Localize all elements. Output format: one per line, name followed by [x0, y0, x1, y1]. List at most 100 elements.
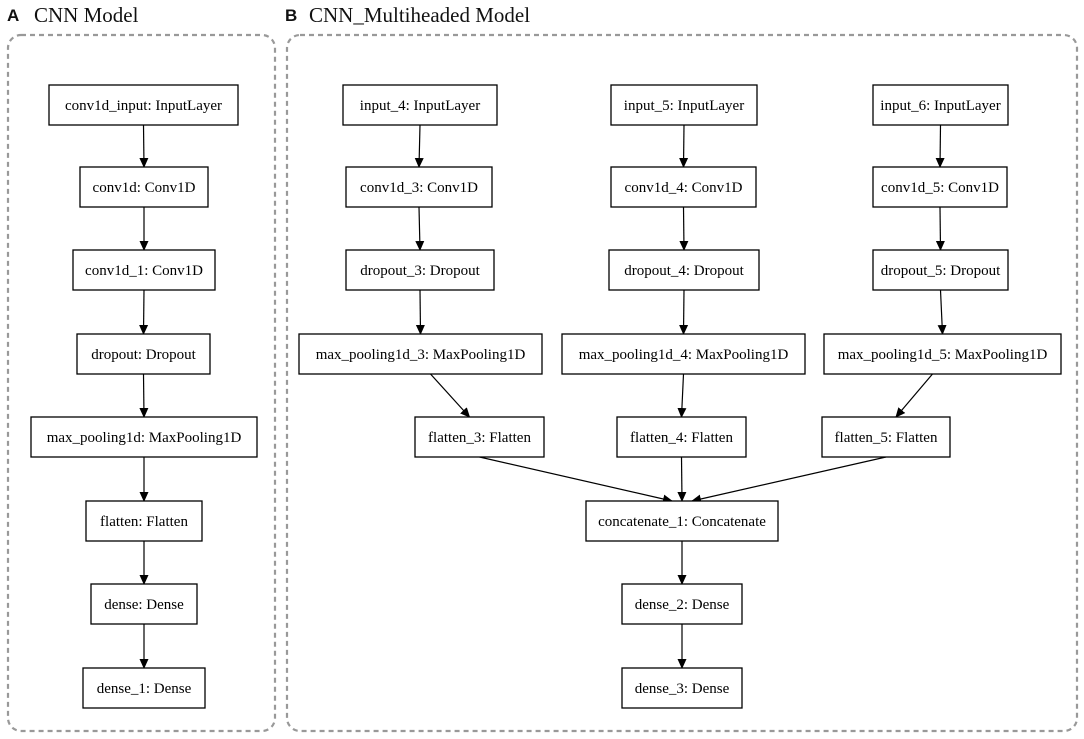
layer-node-b-conv4: conv1d_4: Conv1D	[610, 166, 757, 208]
edge-arrow	[679, 124, 689, 168]
edge-arrow	[679, 206, 689, 251]
layer-label: dense_1: Dense	[97, 681, 192, 697]
layer-node-a-dense1: dense_1: Dense	[82, 667, 206, 709]
layer-box	[610, 166, 757, 208]
layer-box	[85, 500, 203, 542]
layer-node-b-drop4: dropout_4: Dropout	[608, 249, 760, 291]
edge-arrow	[430, 373, 471, 418]
layer-label: conv1d_input: InputLayer	[65, 98, 222, 114]
edge-arrow	[937, 289, 947, 335]
layer-label: dense_2: Dense	[635, 597, 730, 613]
layer-box	[90, 583, 198, 625]
edge-arrow	[139, 373, 149, 418]
layer-node-b-pool3: max_pooling1d_3: MaxPooling1D	[298, 333, 543, 375]
layer-box	[872, 249, 1009, 291]
layer-node-b-dense2: dense_2: Dense	[621, 583, 743, 625]
layer-box	[79, 166, 209, 208]
edge-arrow	[935, 124, 945, 168]
layer-node-b-input4: input_4: InputLayer	[342, 84, 498, 126]
layer-label: flatten_3: Flatten	[428, 430, 531, 446]
layer-box	[616, 416, 747, 458]
layer-label: dropout: Dropout	[91, 347, 196, 363]
edge-arrow	[677, 456, 687, 502]
layer-box	[345, 166, 493, 208]
layer-node-b-flat4: flatten_4: Flatten	[616, 416, 747, 458]
panel-a-letter: A	[7, 6, 19, 25]
layer-node-a-conv1: conv1d: Conv1D	[79, 166, 209, 208]
edge-arrow	[415, 289, 425, 335]
layer-label: flatten_5: Flatten	[835, 430, 938, 446]
panel-a-title: CNN Model	[34, 3, 139, 27]
layer-label: dense: Dense	[104, 597, 184, 613]
layer-box	[298, 333, 543, 375]
edges-layer	[139, 124, 947, 669]
layer-label: conv1d_4: Conv1D	[625, 180, 743, 196]
layer-box	[561, 333, 806, 375]
layer-box	[82, 667, 206, 709]
layer-label: max_pooling1d_5: MaxPooling1D	[838, 347, 1048, 363]
layer-node-b-conv3: conv1d_3: Conv1D	[345, 166, 493, 208]
layer-box	[610, 84, 758, 126]
panel-b-frame	[285, 33, 1079, 733]
layer-node-b-drop3: dropout_3: Dropout	[345, 249, 495, 291]
layer-label: conv1d_1: Conv1D	[85, 263, 203, 279]
layer-node-a-pool: max_pooling1d: MaxPooling1D	[30, 416, 258, 458]
edge-arrow	[415, 206, 425, 251]
layer-node-b-flat5: flatten_5: Flatten	[821, 416, 951, 458]
layer-node-b-input5: input_5: InputLayer	[610, 84, 758, 126]
edge-arrow	[139, 289, 149, 335]
edge-arrow	[139, 124, 149, 168]
layer-node-a-flatten: flatten: Flatten	[85, 500, 203, 542]
layer-box	[414, 416, 545, 458]
layer-label: conv1d_3: Conv1D	[360, 180, 478, 196]
layer-label: input_5: InputLayer	[624, 98, 744, 114]
layer-node-a-input: conv1d_input: InputLayer	[48, 84, 239, 126]
layer-label: conv1d_5: Conv1D	[881, 180, 999, 196]
layer-label: max_pooling1d_3: MaxPooling1D	[316, 347, 526, 363]
layer-box	[345, 249, 495, 291]
layer-label: max_pooling1d: MaxPooling1D	[47, 430, 242, 446]
layer-box	[76, 333, 211, 375]
layer-box	[72, 249, 216, 291]
layer-node-b-drop5: dropout_5: Dropout	[872, 249, 1009, 291]
layer-node-a-dense: dense: Dense	[90, 583, 198, 625]
layer-node-b-pool4: max_pooling1d_4: MaxPooling1D	[561, 333, 806, 375]
layer-label: flatten: Flatten	[100, 514, 188, 530]
panel-a-frame	[6, 33, 277, 733]
edge-arrow	[935, 206, 945, 251]
edge-arrow	[679, 289, 689, 335]
layer-node-b-dense3: dense_3: Dense	[621, 667, 743, 709]
nodes-layer: conv1d_input: InputLayer conv1d: Conv1D co…	[30, 84, 1062, 709]
panel-b-title: CNN_Multiheaded Model	[309, 3, 530, 27]
layer-node-b-flat3: flatten_3: Flatten	[414, 416, 545, 458]
layer-label: max_pooling1d_4: MaxPooling1D	[579, 347, 789, 363]
layer-node-a-dropout: dropout: Dropout	[76, 333, 211, 375]
layer-label: conv1d: Conv1D	[93, 180, 196, 196]
layer-label: input_4: InputLayer	[360, 98, 480, 114]
panel-b-letter: B	[285, 6, 297, 25]
edge-arrow	[414, 124, 424, 168]
layer-label: concatenate_1: Concatenate	[598, 514, 766, 530]
layer-box	[342, 84, 498, 126]
layer-box	[823, 333, 1062, 375]
layer-box	[608, 249, 760, 291]
layer-label: input_6: InputLayer	[880, 98, 1000, 114]
layer-box	[48, 84, 239, 126]
layer-label: dense_3: Dense	[635, 681, 730, 697]
layer-node-b-concat: concatenate_1: Concatenate	[585, 500, 779, 542]
layer-box	[30, 416, 258, 458]
layer-box	[821, 416, 951, 458]
layer-box	[872, 84, 1009, 126]
layer-box	[621, 667, 743, 709]
layer-label: dropout_4: Dropout	[624, 263, 744, 279]
layer-box	[585, 500, 779, 542]
layer-node-b-input6: input_6: InputLayer	[872, 84, 1009, 126]
edge-arrow	[895, 373, 933, 418]
edge-arrow	[479, 456, 673, 504]
edge-arrow	[691, 456, 887, 504]
layer-node-b-conv5: conv1d_5: Conv1D	[872, 166, 1008, 208]
layer-box	[872, 166, 1008, 208]
layer-box	[621, 583, 743, 625]
layer-label: flatten_4: Flatten	[630, 430, 733, 446]
